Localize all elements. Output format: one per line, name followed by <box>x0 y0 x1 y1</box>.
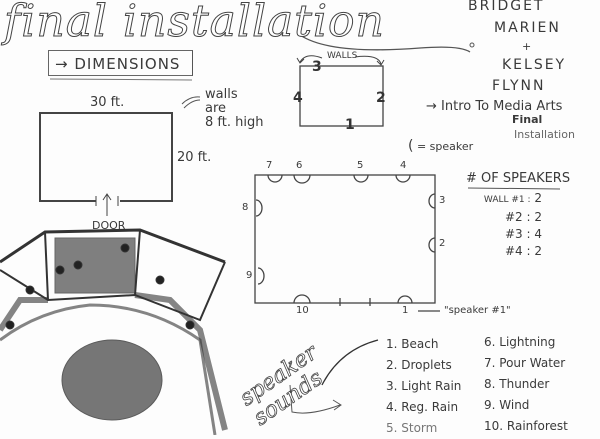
speaker-num-6: 6 <box>296 160 303 171</box>
width-label: 30 ft. <box>90 95 125 110</box>
speaker-num-4: 4 <box>400 160 407 171</box>
note-arrow-icon <box>181 96 201 109</box>
door-label: DOOR <box>92 219 126 232</box>
name-flynn: FLYNN <box>492 78 546 94</box>
sound-item: 7. Pour Water <box>484 356 566 370</box>
sound-item: 1. Beach <box>386 337 439 351</box>
name-bridget: BRIDGET <box>468 0 545 14</box>
walls-label: WALLS <box>327 51 358 61</box>
speaker-num-1: 1 <box>402 305 409 316</box>
floor-plan <box>39 96 201 216</box>
project-final: Final <box>512 113 543 126</box>
speaker-count-row: #3 : 4 <box>504 227 542 241</box>
name-marien: MARIEN <box>494 20 561 36</box>
speaker-count-row: #2 : 2 <box>504 210 542 224</box>
speaker-count-heading: # OF SPEAKERS <box>466 171 571 186</box>
depth-label: 20 ft. <box>177 150 212 165</box>
sounds-list-col1: 1. Beach 2. Droplets 3. Light Rain 4. Re… <box>386 334 461 439</box>
speaker-num-7: 7 <box>266 160 273 171</box>
room-perspective-sketch <box>0 228 228 435</box>
door-arrow-icon <box>102 193 112 216</box>
sounds-flourish <box>321 339 379 386</box>
name-kelsey: KELSEY <box>502 57 567 73</box>
wall-number-3: 3 <box>312 59 322 75</box>
sound-item: 8. Thunder <box>484 377 550 391</box>
speaker-count-list: WALL #1 : 2 #2 : 2 #3 : 4 #4 : 2 <box>466 190 542 260</box>
dimensions-underline <box>49 78 193 81</box>
speaker-count-row: WALL #1 : 2 <box>483 191 542 205</box>
sounds-list-col2: 6. Lightning 7. Pour Water 8. Thunder 9.… <box>484 332 568 437</box>
sound-item: 6. Lightning <box>484 335 556 349</box>
speaker-num-10: 10 <box>296 305 309 316</box>
wall-number-4: 4 <box>293 90 303 106</box>
walls-diagram <box>296 55 385 127</box>
speaker-num-9: 9 <box>246 270 253 281</box>
speaker-1-callout: "speaker #1" <box>444 305 511 316</box>
sound-item: 5. Storm <box>386 421 438 435</box>
speaker-legend: ( = speaker <box>408 138 473 154</box>
speaker-layout <box>254 174 440 312</box>
sound-item: 9. Wind <box>484 398 530 412</box>
speaker-symbol-icon: ( <box>408 138 414 154</box>
speaker-legend-label: = speaker <box>416 140 474 153</box>
speaker-num-8: 8 <box>242 202 249 213</box>
speaker-num-3: 3 <box>439 195 446 206</box>
sound-item: 4. Reg. Rain <box>386 400 459 414</box>
page-title: final installation <box>4 0 385 48</box>
wall-number-2: 2 <box>376 90 386 106</box>
dimensions-label: → DIMENSIONS <box>48 50 193 76</box>
sound-item: 2. Droplets <box>386 358 452 372</box>
wall-number-1: 1 <box>345 117 355 133</box>
title-flourish <box>299 34 471 53</box>
dot-mark <box>469 42 475 48</box>
speaker-num-5: 5 <box>357 160 364 171</box>
speakers-underline <box>467 187 561 190</box>
project-installation: Installation <box>514 128 575 141</box>
sounds-arrow-icon <box>289 384 342 414</box>
speaker-num-2: 2 <box>439 238 446 249</box>
sound-item: 3. Light Rain <box>386 379 462 393</box>
sound-item: 10. Rainforest <box>484 419 568 433</box>
speaker-count-row: #4 : 2 <box>504 244 542 258</box>
plus-sign: + <box>522 40 532 53</box>
course-label: → Intro To Media Arts <box>426 99 563 114</box>
